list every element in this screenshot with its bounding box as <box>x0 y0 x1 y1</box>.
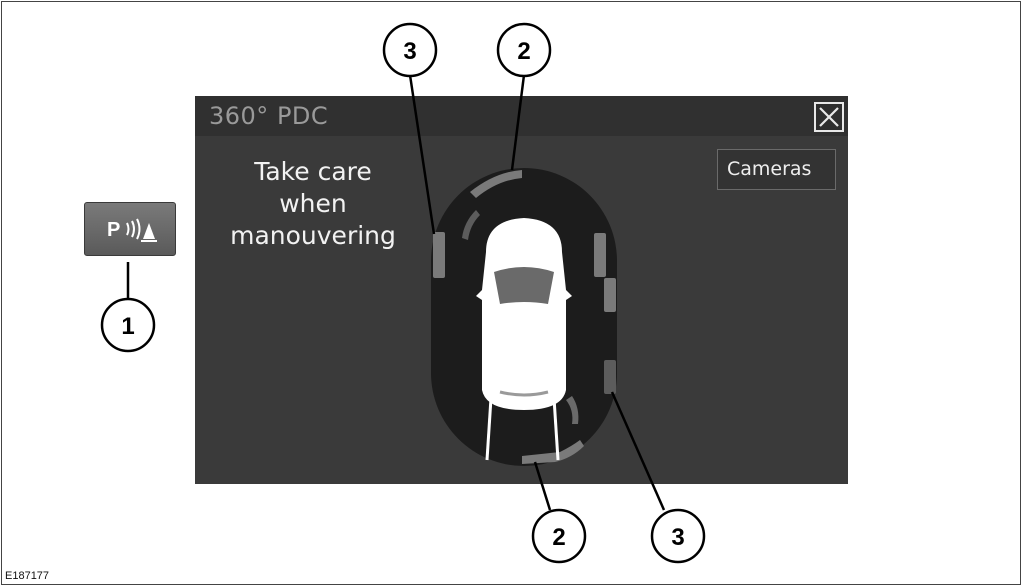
figure-id: E187177 <box>5 570 50 582</box>
pdc-button[interactable]: P <box>84 202 176 256</box>
right-zone-segment <box>604 360 616 394</box>
callout-2-bottom: 2 <box>531 508 587 564</box>
right-mirror <box>566 290 572 300</box>
left-zone-segment <box>433 232 445 278</box>
windscreen <box>494 267 554 304</box>
leader-lines <box>126 74 666 511</box>
warning-line: when <box>279 189 347 218</box>
parking-sensor-icon: P <box>107 218 157 242</box>
rear-window <box>499 390 549 397</box>
callout-1: 1 <box>100 297 156 353</box>
pdc-button-label: P <box>107 219 120 241</box>
cameras-button[interactable]: Cameras <box>717 149 836 190</box>
screen-title: 360° PDC <box>209 102 329 130</box>
sensor-zones <box>433 170 616 464</box>
callout-2-bottom-label: 2 <box>552 524 565 551</box>
callout-3-top-label: 3 <box>403 38 416 65</box>
right-zone-segment <box>594 233 606 277</box>
left-mirror <box>476 290 482 300</box>
front-inner-segment <box>462 210 480 240</box>
callout-2-top: 2 <box>496 22 552 78</box>
warning-line: manouvering <box>230 221 396 250</box>
rear-zone-segment <box>522 440 584 464</box>
callout-1-label: 1 <box>121 313 134 340</box>
callout-3-bottom: 3 <box>650 508 706 564</box>
callout-2-top-label: 2 <box>517 38 530 65</box>
close-icon <box>819 107 839 127</box>
front-zone-segment <box>470 170 522 198</box>
callout-3-bottom-label: 3 <box>671 524 684 551</box>
callout-3-top: 3 <box>382 22 438 78</box>
guide-lines <box>485 397 560 461</box>
rear-inner-segment <box>566 396 579 424</box>
right-zone-segment <box>604 278 616 312</box>
car-top-view <box>476 218 572 410</box>
warning-line: Take care <box>254 157 372 186</box>
close-button[interactable] <box>814 102 844 132</box>
warning-message: Take care when manouvering <box>223 156 403 252</box>
